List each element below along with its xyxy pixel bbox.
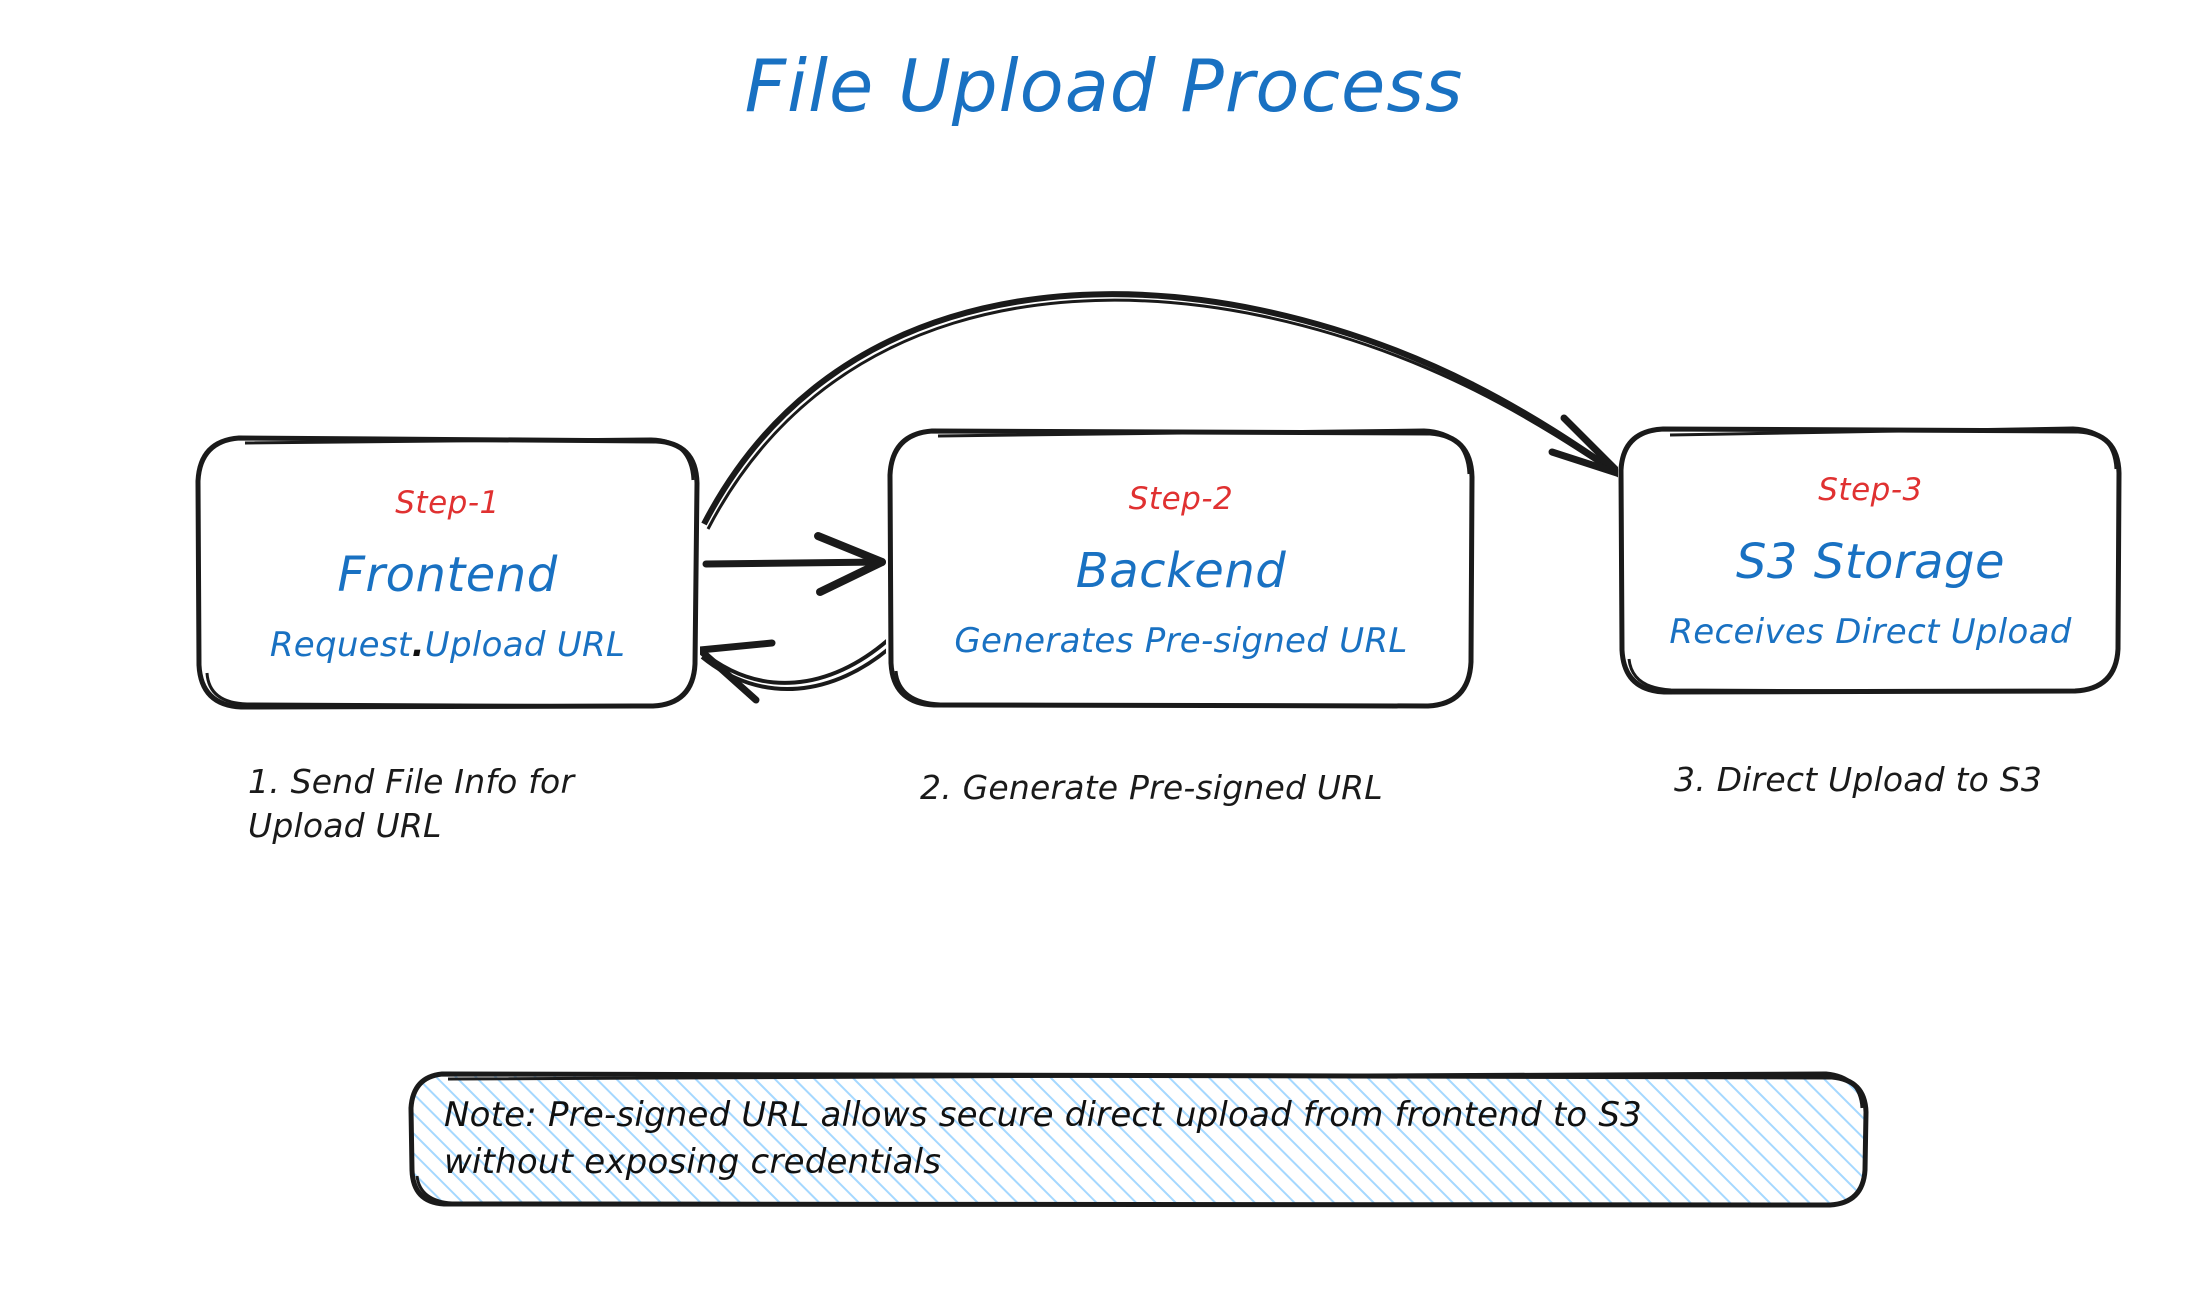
edge-caption-1: 1. Send File Info for Upload URL (248, 760, 708, 847)
node-s3-storage-content: Step-3 S3 Storage Receives Direct Upload (1618, 468, 2123, 652)
node-s3-storage-frame (1618, 426, 2122, 695)
node-backend[interactable]: Step-2 Backend Generates Pre-signed URL (886, 427, 1476, 710)
note-line-1: Note: Pre-signed URL allows secure direc… (444, 1095, 1642, 1135)
edge-caption-2-line1: 2. Generate Pre-signed URL (920, 768, 1383, 807)
node-backend-content: Step-2 Backend Generates Pre-signed URL (886, 477, 1476, 661)
edge-backend-to-frontend (696, 638, 894, 704)
node-frontend[interactable]: Step-1 Frontend Request.Upload URL (195, 435, 700, 710)
node-frontend-step: Step-1 (395, 484, 500, 521)
node-frontend-frame (195, 435, 700, 710)
note-box-frame (408, 1071, 1869, 1208)
edge-frontend-to-backend (702, 532, 886, 596)
node-backend-title: Backend (1075, 542, 1287, 599)
note-box: Note: Pre-signed URL allows secure direc… (408, 1070, 1870, 1210)
node-s3-storage-title: S3 Storage (1735, 534, 2006, 590)
page-title: File Upload Process (744, 44, 1464, 128)
node-s3-storage[interactable]: Step-3 S3 Storage Receives Direct Upload (1618, 425, 2123, 695)
note-line-2: without exposing credentials (444, 1141, 942, 1182)
edge-caption-3-line1: 3. Direct Upload to S3 (1674, 760, 2043, 799)
node-s3-storage-subtitle: Receives Direct Upload (1669, 612, 2072, 652)
node-frontend-subtitle-after: Upload URL (424, 624, 626, 665)
edge-caption-2: 2. Generate Pre-signed URL (920, 766, 1480, 810)
edge-caption-1-line2: Upload URL (248, 805, 442, 845)
note-box-text: Note: Pre-signed URL allows secure direc… (444, 1092, 1840, 1186)
node-frontend-content: Step-1 Frontend Request.Upload URL (195, 481, 700, 665)
edge-caption-3: 3. Direct Upload to S3 (1674, 758, 2154, 802)
node-frontend-subtitle: Request.Upload URL (195, 625, 700, 665)
node-backend-subtitle: Generates Pre-signed URL (954, 620, 1408, 661)
edge-caption-1-line1: 1. Send File Info for (248, 762, 575, 801)
node-s3-storage-step: Step-3 (1818, 472, 1923, 508)
node-frontend-title: Frontend (337, 546, 558, 603)
node-backend-step: Step-2 (1128, 480, 1234, 517)
node-frontend-subtitle-dot: . (411, 624, 425, 665)
node-frontend-subtitle-before: Request (269, 624, 412, 665)
